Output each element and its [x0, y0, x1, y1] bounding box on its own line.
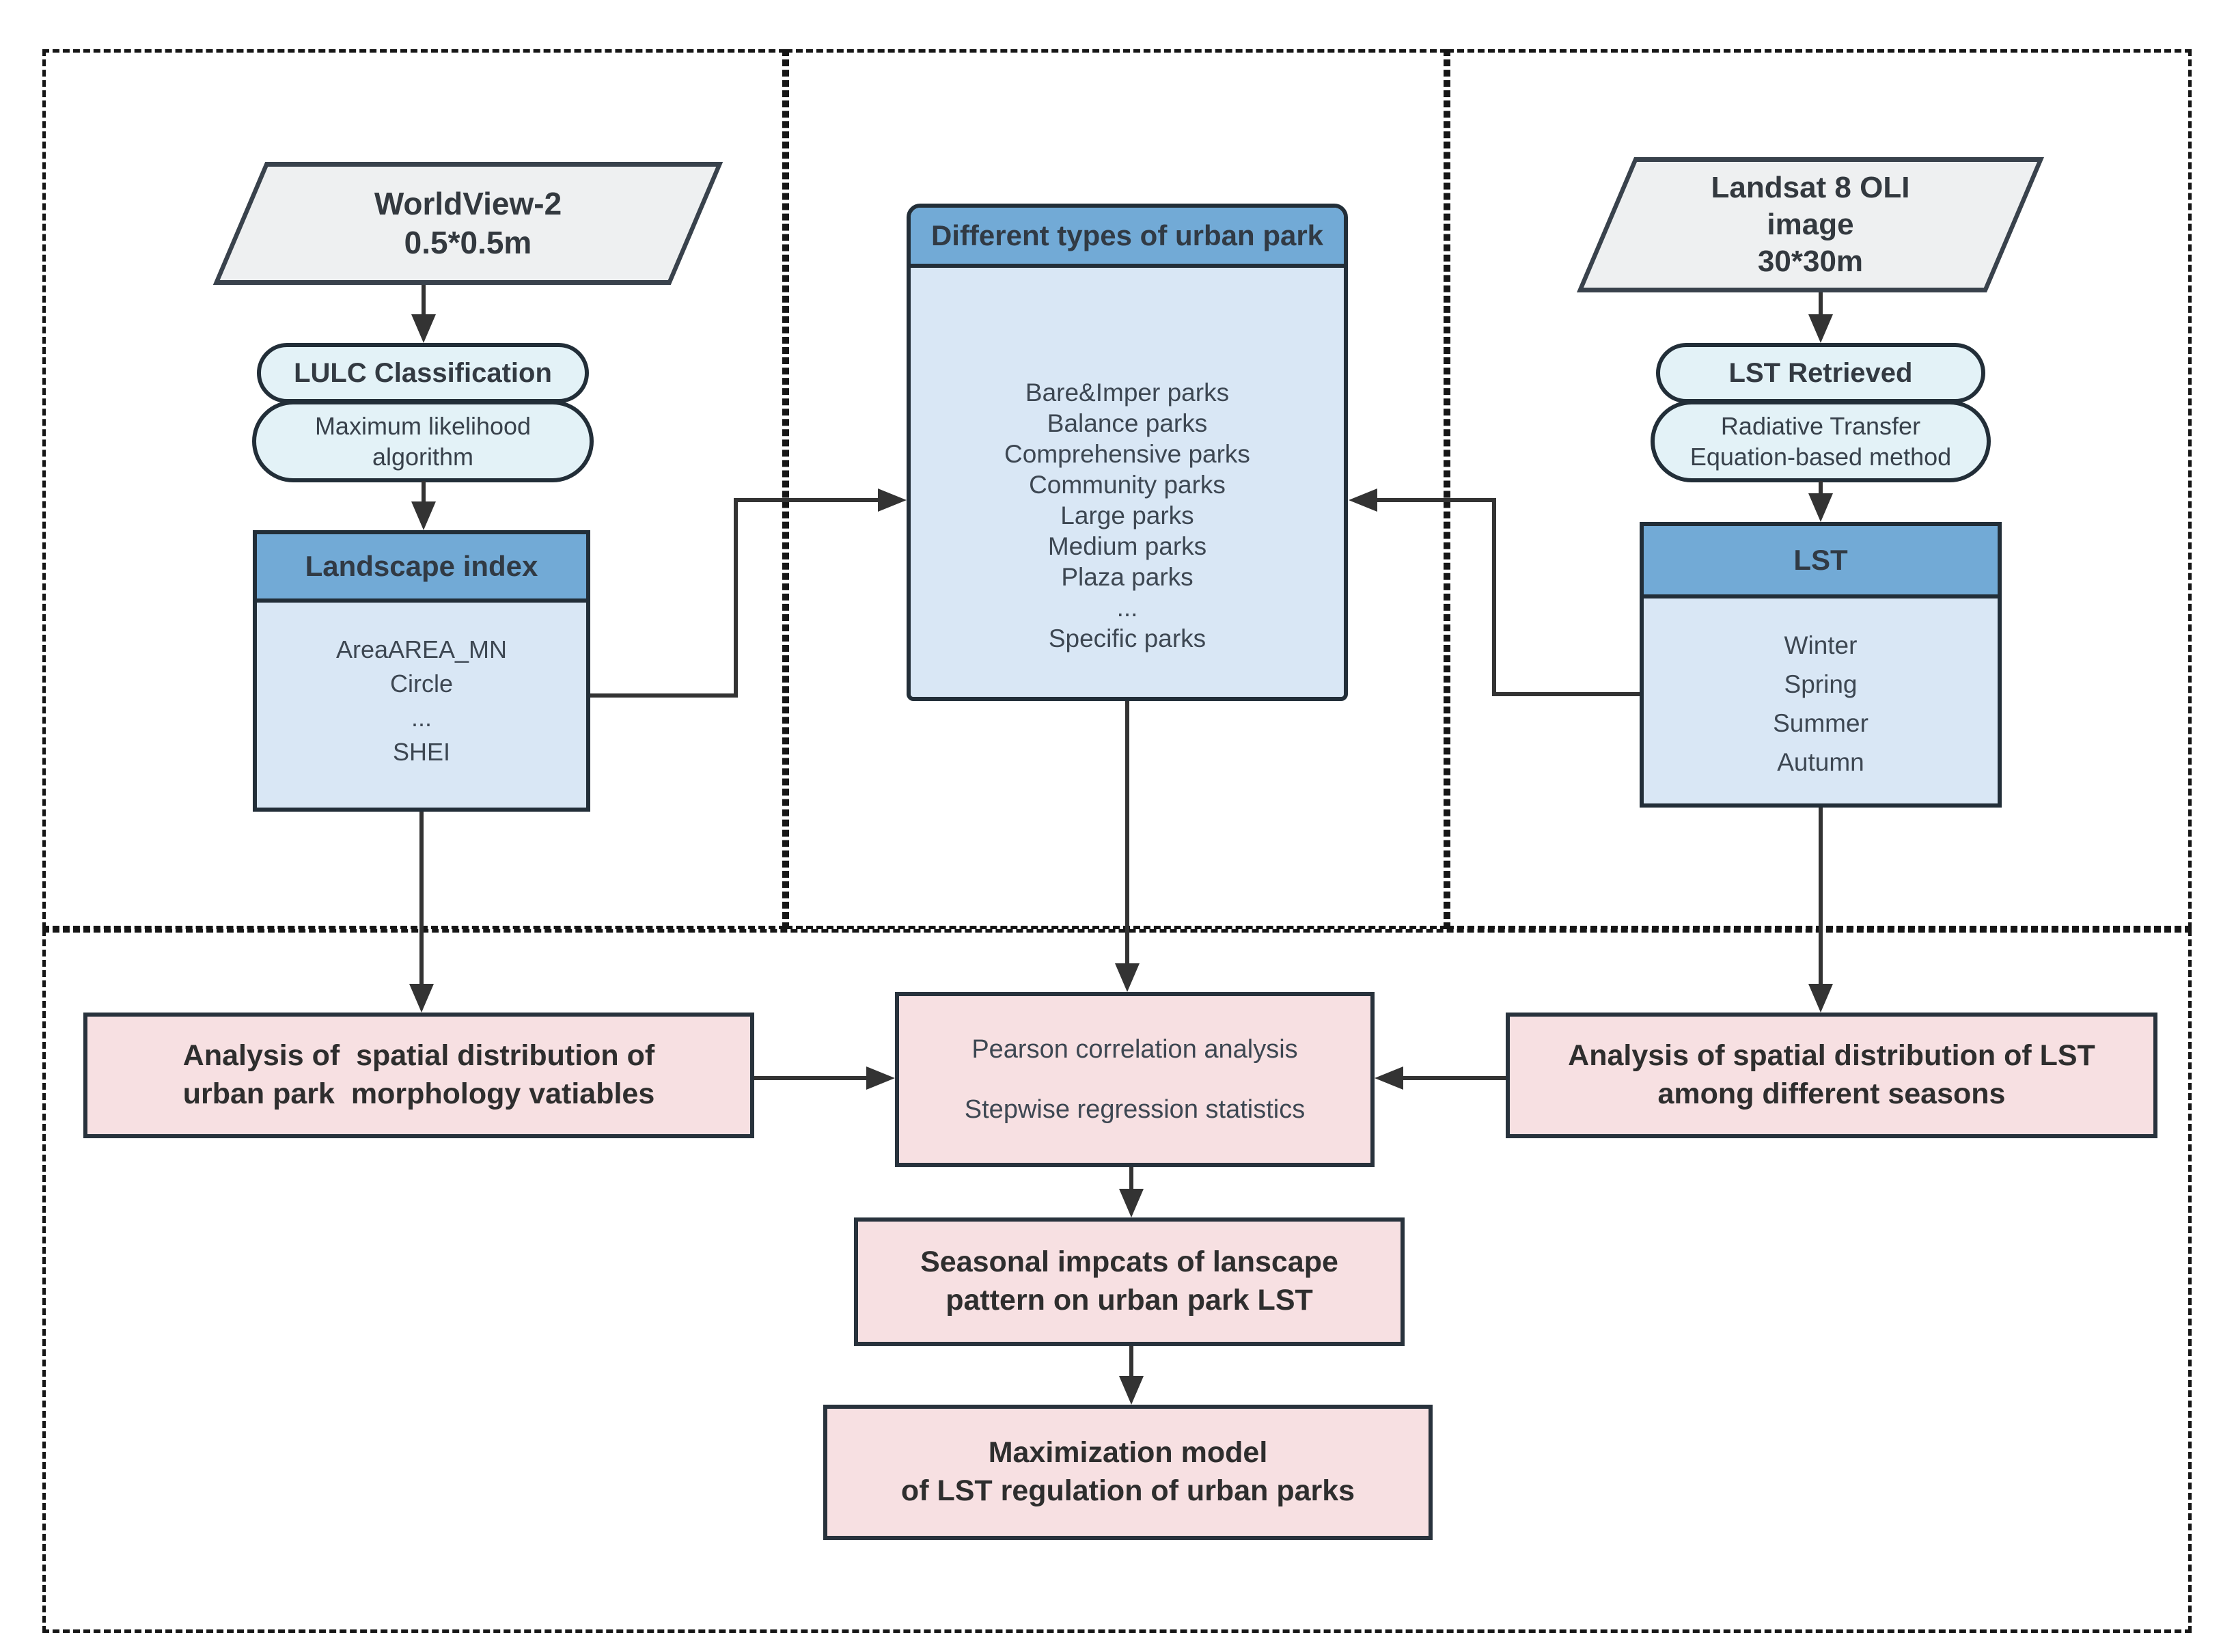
dashed-frame-left-group	[42, 49, 786, 929]
arrow-seasonal-to-maximization-head	[1119, 1376, 1144, 1405]
arrow-analysisleft-to-statistics-line	[754, 1076, 868, 1080]
park-type-item: Bare&Imper parks	[1025, 378, 1230, 407]
urban-park-types-box: Different types of urban park Bare&Imper…	[907, 204, 1348, 701]
park-type-item: Balance parks	[1047, 409, 1208, 437]
landscape-item: SHEI	[392, 738, 451, 766]
urban-park-types-header: Different types of urban park	[911, 208, 1344, 268]
landsat8-line2: image	[1767, 208, 1854, 242]
lst-seasons-box: LST Winter Spring Summer Autumn	[1640, 522, 2002, 808]
landscape-index-header: Landscape index	[257, 534, 586, 603]
landscape-item: ...	[411, 704, 432, 732]
arrow-seasonal-to-maximization-line	[1129, 1346, 1133, 1377]
arrow-rte-to-lst-head	[1808, 493, 1833, 522]
landscape-item: AreaAREA_MN	[335, 635, 508, 663]
arrow-landscape-to-analysis-head	[409, 984, 434, 1013]
lst-retrieved-process: LST Retrieved	[1656, 343, 1985, 403]
connector-landscape-parks-v	[734, 498, 738, 698]
park-type-item: Medium parks	[1047, 532, 1207, 560]
connector-lst-parks-h2	[1376, 498, 1496, 502]
worldview2-line1: WorldView-2	[374, 185, 562, 221]
arrow-worldview-to-lulc-head	[411, 314, 436, 343]
landsat8-input-parallelogram: Landsat 8 OLI image 30*30m	[1576, 157, 2045, 292]
landscape-index-title: Landscape index	[305, 550, 538, 582]
arrow-statistics-to-seasonal-line	[1129, 1167, 1133, 1192]
seasonal-impacts-line1: Seasonal impcats of lanscape	[920, 1245, 1338, 1279]
park-type-item: Large parks	[1060, 501, 1194, 529]
arrow-analysisright-to-statistics-line	[1402, 1076, 1506, 1080]
worldview2-line2: 0.5*0.5m	[404, 225, 532, 260]
lst-title: LST	[1793, 544, 1848, 576]
lulc-classification-label: LULC Classification	[294, 357, 552, 388]
connector-lst-parks-h1	[1493, 692, 1640, 696]
connector-landscape-parks-h1	[590, 693, 738, 698]
analysis-lst-seasons-box: Analysis of spatial distribution of LST …	[1506, 1013, 2157, 1138]
statistics-methods-box: Pearson correlation analysis Stepwise re…	[895, 992, 1375, 1167]
seasonal-impacts-box: Seasonal impcats of lanscape pattern on …	[854, 1217, 1405, 1346]
dashed-frame-bottom-group	[42, 929, 2192, 1633]
analysis-lst-line1: Analysis of spatial distribution of LST	[1568, 1039, 2095, 1073]
maximum-likelihood-line2: algorithm	[372, 443, 474, 471]
arrow-landscape-to-parks-head	[878, 488, 907, 512]
park-type-item: Comprehensive parks	[1004, 440, 1250, 468]
worldview2-input-parallelogram: WorldView-2 0.5*0.5m	[212, 162, 723, 285]
stepwise-regression-label: Stepwise regression statistics	[964, 1095, 1306, 1124]
arrow-landscape-to-analysis-line	[419, 812, 424, 987]
arrow-landsat-to-lstretrieved-head	[1808, 314, 1833, 343]
season-item: Spring	[1784, 670, 1858, 698]
urban-park-types-items: Bare&Imper parks Balance parks Comprehen…	[911, 268, 1344, 697]
dashed-frame-middle-group	[786, 49, 1447, 929]
park-type-item: Community parks	[1029, 471, 1226, 499]
landscape-index-items: AreaAREA_MN Circle ... SHEI	[257, 603, 586, 808]
seasonal-impacts-line2: pattern on urban park LST	[946, 1284, 1313, 1317]
lst-retrieved-label: LST Retrieved	[1728, 357, 1913, 388]
maximization-model-box: Maximization model of LST regulation of …	[823, 1405, 1433, 1540]
arrow-lst-to-analysis-line	[1819, 808, 1823, 987]
lulc-classification-process: LULC Classification	[257, 343, 589, 403]
lst-season-items: Winter Spring Summer Autumn	[1644, 598, 1998, 803]
arrow-lst-to-analysis-head	[1808, 984, 1833, 1013]
arrow-worldview-to-lulc-line	[422, 285, 426, 316]
analysis-lst-line2: among different seasons	[1657, 1077, 2006, 1110]
landscape-index-box: Landscape index AreaAREA_MN Circle ... S…	[253, 530, 590, 812]
park-type-item: ...	[1116, 594, 1138, 622]
landsat8-label: Landsat 8 OLI image 30*30m	[1610, 162, 2011, 288]
maximum-likelihood-process: Maximum likelihood algorithm	[252, 400, 594, 482]
arrow-landsat-to-lstretrieved-line	[1819, 292, 1823, 316]
landscape-item: Circle	[389, 670, 453, 698]
connector-landscape-parks-h2	[734, 498, 879, 502]
season-item: Winter	[1784, 631, 1858, 659]
arrow-analysisleft-to-statistics-head	[866, 1066, 895, 1090]
connector-lst-parks-v	[1492, 498, 1496, 696]
pearson-correlation-label: Pearson correlation analysis	[971, 1034, 1298, 1064]
arrow-analysisright-to-statistics-head	[1375, 1066, 1403, 1090]
season-item: Autumn	[1777, 748, 1864, 776]
arrow-mla-to-landscape-line	[422, 481, 426, 503]
season-item: Summer	[1773, 709, 1868, 737]
arrow-rte-to-lst-line	[1819, 481, 1823, 496]
maximization-line1: Maximization model	[988, 1436, 1268, 1470]
park-type-item: Plaza parks	[1061, 563, 1194, 591]
arrow-lst-to-parks-head	[1349, 488, 1377, 512]
park-type-item: Specific parks	[1048, 624, 1206, 652]
radiative-transfer-line1: Radiative Transfer	[1720, 412, 1921, 440]
landsat8-line1: Landsat 8 OLI	[1711, 171, 1910, 205]
urban-park-types-title: Different types of urban park	[930, 219, 1324, 251]
maximization-line2: of LST regulation of urban parks	[900, 1474, 1355, 1507]
analysis-morphology-line2: urban park morphology vatiables	[182, 1077, 655, 1110]
analysis-morphology-line1: Analysis of spatial distribution of	[182, 1039, 655, 1073]
radiative-transfer-line2: Equation-based method	[1689, 443, 1952, 471]
worldview2-label: WorldView-2 0.5*0.5m	[244, 167, 692, 280]
maximum-likelihood-line1: Maximum likelihood	[314, 412, 532, 440]
arrow-mla-to-landscape-head	[411, 501, 436, 530]
analysis-morphology-box: Analysis of spatial distribution of urba…	[83, 1013, 754, 1138]
landsat8-line3: 30*30m	[1757, 244, 1864, 278]
arrow-statistics-to-seasonal-head	[1119, 1189, 1144, 1217]
arrow-parks-to-statistics-line	[1125, 701, 1129, 965]
arrow-parks-to-statistics-head	[1115, 963, 1140, 992]
radiative-transfer-process: Radiative Transfer Equation-based method	[1651, 400, 1991, 482]
lst-header: LST	[1644, 526, 1998, 598]
